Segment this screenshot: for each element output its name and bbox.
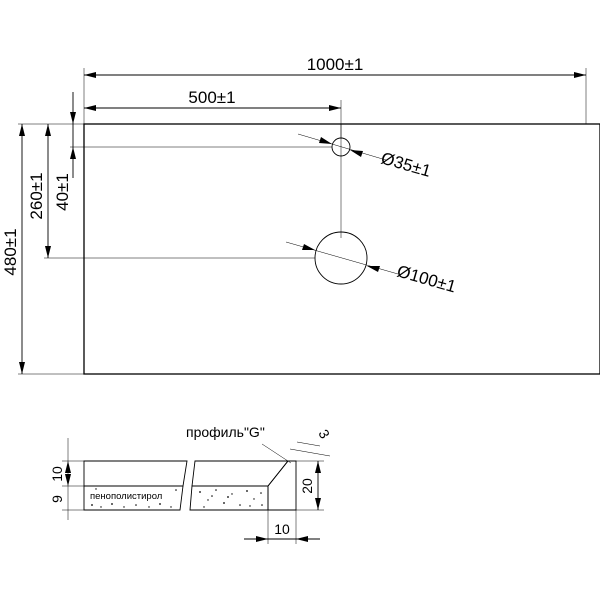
dimension-chamfer: 3 xyxy=(289,427,333,457)
top-view: 1000±1 500±1 Ø35±1 Ø100±1 48 xyxy=(1,55,600,375)
dimension-large-hole: Ø100±1 xyxy=(285,241,458,297)
dimension-depth: 480±1 xyxy=(1,124,25,374)
dimension-foam-thickness-text: 9 xyxy=(49,495,65,503)
profile-section: пенополистирол профиль"G" 3 10 9 20 xyxy=(49,424,333,544)
large-hole xyxy=(314,231,368,285)
edge-profile xyxy=(267,460,297,511)
dimension-top-thickness-text: 10 xyxy=(49,466,65,482)
profile-leader xyxy=(261,443,292,464)
top-layer-right xyxy=(191,460,289,487)
dimension-small-hole-offset: 40±1 xyxy=(53,92,76,211)
foam-layer-left xyxy=(83,485,184,511)
dimension-center-offset-text: 500±1 xyxy=(188,88,235,107)
dimension-overall-width-text: 1000±1 xyxy=(307,55,364,74)
dimension-overall-width: 1000±1 xyxy=(84,55,586,78)
dimension-edge-height-text: 20 xyxy=(299,478,315,494)
foam-label: пенополистирол xyxy=(90,491,162,502)
dimension-large-hole-offset-text: 260±1 xyxy=(27,172,46,219)
foam-layer-right xyxy=(189,485,269,511)
dimension-small-hole-text: Ø35±1 xyxy=(379,149,433,181)
dimension-small-hole: Ø35±1 xyxy=(297,133,433,181)
dimension-chamfer-text: 3 xyxy=(315,427,333,442)
profile-label: профиль"G" xyxy=(186,424,265,440)
dimension-large-hole-offset: 260±1 xyxy=(27,124,51,258)
top-layer-left xyxy=(83,460,188,487)
foam-texture xyxy=(91,488,263,508)
dimension-edge-width-text: 10 xyxy=(274,521,290,537)
dimension-depth-text: 480±1 xyxy=(1,228,20,275)
countertop-outline xyxy=(83,123,600,375)
dimension-center-offset: 500±1 xyxy=(84,88,341,111)
dimension-small-hole-offset-text: 40±1 xyxy=(53,173,72,211)
dimension-large-hole-text: Ø100±1 xyxy=(395,262,458,297)
